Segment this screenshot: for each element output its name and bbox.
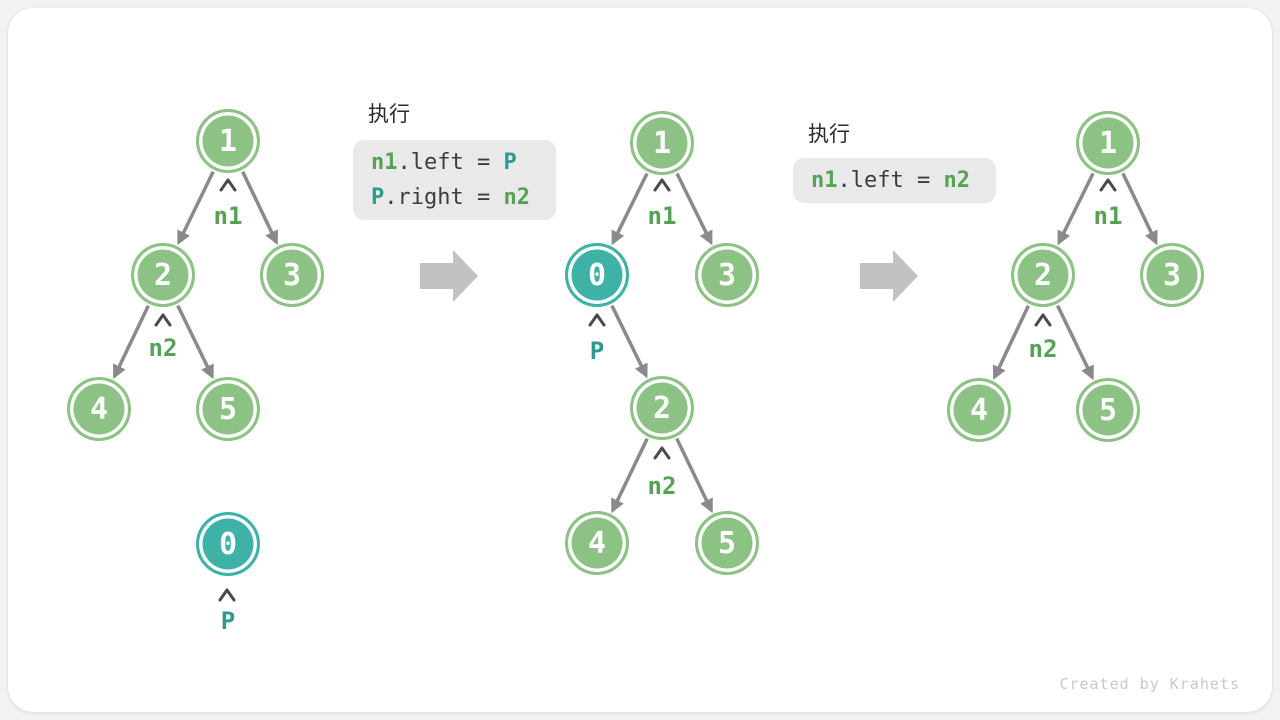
code-token: n1 — [371, 150, 398, 175]
edge-1-3 — [675, 172, 713, 246]
node-value: 2 — [153, 257, 173, 293]
code-line: n1.left = P — [371, 145, 530, 180]
tree3-node-3: 3 — [1140, 243, 1204, 307]
caret-up-icon — [219, 178, 237, 192]
tree2-node-4: 4 — [565, 511, 629, 575]
code-token: n1 — [811, 168, 838, 193]
tree3-pointer-carets — [1034, 178, 1117, 327]
tree1-node-1: 1 — [196, 109, 260, 173]
transition-arrow-icon — [860, 250, 918, 302]
edge-1-3 — [1121, 172, 1158, 246]
tree1-edges — [112, 170, 279, 380]
code-token: .right = — [384, 185, 504, 210]
tree2-node-2: 2 — [630, 376, 694, 440]
tree3-node-2: 2 — [1011, 243, 1075, 307]
tree1-node-3: 3 — [260, 243, 324, 307]
tree2-node-1: 1 — [630, 111, 694, 175]
code-line: P.right = n2 — [371, 180, 530, 215]
caret-up-icon — [653, 178, 671, 192]
pointer-label-n2: n2 — [1028, 335, 1058, 363]
tree1-pointer-carets — [154, 178, 237, 602]
code-token: .left = — [837, 168, 944, 193]
tree3-edges — [992, 172, 1158, 381]
node-value: 0 — [587, 257, 607, 293]
caret-up-icon — [1099, 178, 1117, 192]
caret-up-icon — [218, 588, 236, 602]
node-value: 1 — [1098, 125, 1118, 161]
tree1-node-5: 5 — [196, 377, 260, 441]
edge-1-2 — [1057, 172, 1095, 246]
node-value: 1 — [652, 125, 672, 161]
caret-up-icon — [588, 313, 606, 327]
node-value: 4 — [969, 392, 989, 428]
node-value: 5 — [717, 525, 737, 561]
exec-label-2: 执行 — [808, 122, 850, 146]
edge-1-2 — [177, 170, 215, 246]
tree2-node-3: 3 — [695, 243, 759, 307]
pointer-label-n1: n1 — [647, 202, 677, 230]
tree2-node-5: 5 — [695, 511, 759, 575]
tree1-node-0-detached: 0 — [196, 512, 260, 576]
node-value: 5 — [218, 391, 238, 427]
edge-2-5 — [675, 437, 713, 514]
node-value: 3 — [717, 257, 737, 293]
tree1-node-4: 4 — [67, 377, 131, 441]
code-token: n2 — [503, 185, 530, 210]
tree3-node-1: 1 — [1076, 111, 1140, 175]
tree3-node-4: 4 — [947, 378, 1011, 442]
pointer-label-n2: n2 — [647, 472, 677, 500]
edge-1-0 — [611, 172, 649, 246]
code-token: n2 — [943, 168, 970, 193]
caret-up-icon — [653, 446, 671, 460]
code-token: P — [371, 185, 385, 210]
node-value: 5 — [1098, 392, 1118, 428]
pointer-label-p: P — [589, 337, 605, 365]
code-line: n1.left = n2 — [811, 163, 970, 198]
node-value: 0 — [218, 526, 238, 562]
exec-label-1: 执行 — [368, 102, 410, 126]
pointer-label-p: P — [220, 607, 236, 635]
edge-2-4 — [992, 304, 1030, 381]
transition-arrow-icon — [420, 250, 478, 302]
tree3-node-5: 5 — [1076, 378, 1140, 442]
code-block-1: n1.left = P P.right = n2 — [353, 140, 556, 220]
caret-up-icon — [154, 313, 172, 327]
node-value: 2 — [1033, 257, 1053, 293]
tree1-node-2: 2 — [131, 243, 195, 307]
node-value: 3 — [282, 257, 302, 293]
edge-2-4 — [611, 437, 649, 514]
pointer-label-n1: n1 — [213, 202, 243, 230]
node-value: 4 — [89, 391, 109, 427]
node-value: 2 — [652, 390, 672, 426]
watermark-credit: Created by Krahets — [1059, 675, 1240, 693]
tree2-node-0: 0 — [565, 243, 629, 307]
node-value: 4 — [587, 525, 607, 561]
code-token: P — [503, 150, 517, 175]
edge-2-4 — [112, 304, 150, 380]
code-block-2: n1.left = n2 — [793, 158, 996, 203]
node-value: 1 — [218, 123, 238, 159]
edge-2-5 — [1056, 304, 1094, 381]
pointer-label-n2: n2 — [148, 334, 178, 362]
edge-0-2 — [610, 304, 648, 379]
node-value: 3 — [1162, 257, 1182, 293]
edge-2-5 — [176, 304, 214, 380]
edge-1-3 — [241, 170, 279, 246]
code-token: .left = — [397, 150, 504, 175]
tree2-pointer-carets — [588, 178, 671, 460]
tree2-edges — [610, 172, 713, 514]
caret-up-icon — [1034, 313, 1052, 327]
pointer-label-n1: n1 — [1093, 202, 1123, 230]
